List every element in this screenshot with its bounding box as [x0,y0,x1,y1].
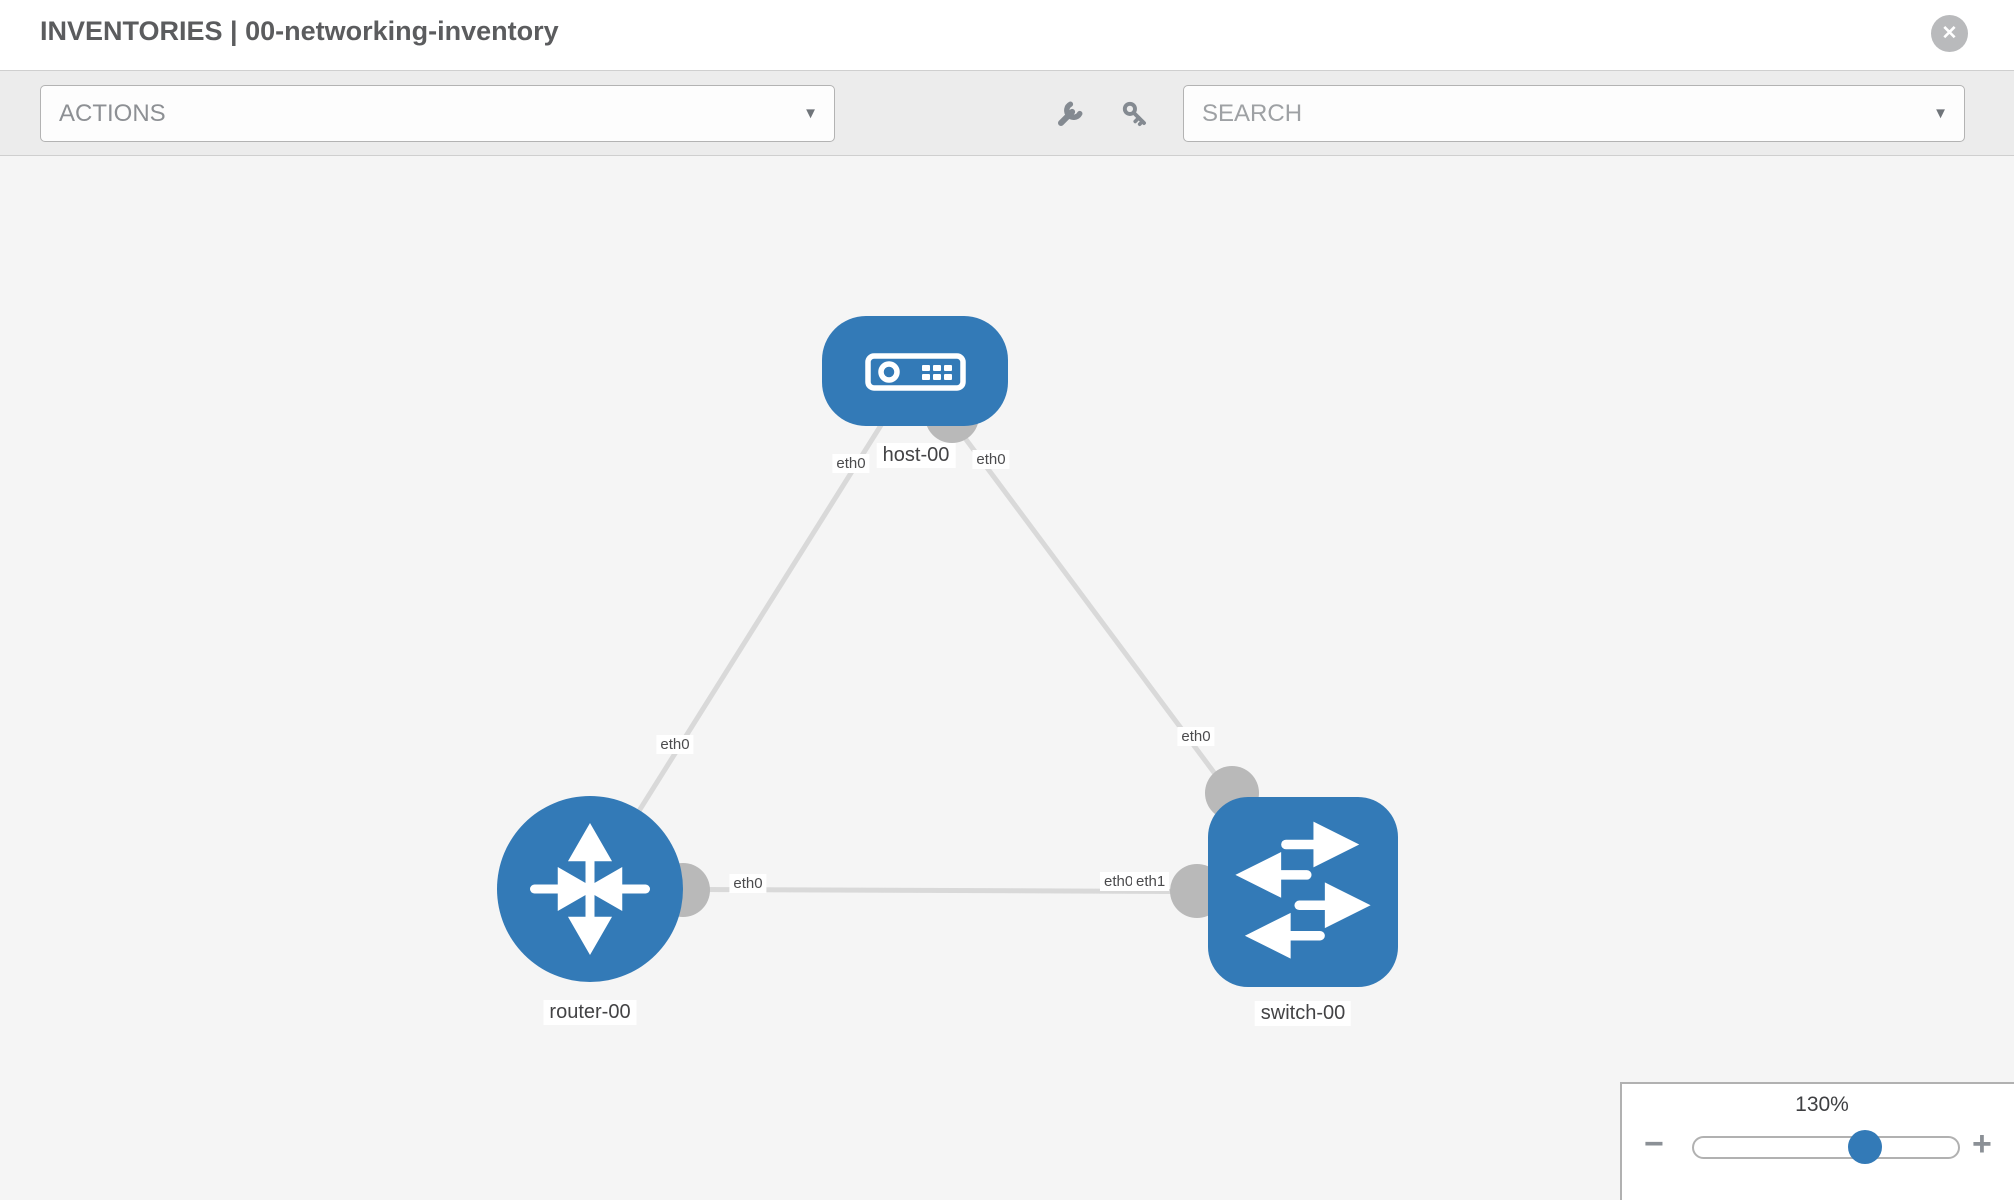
switch-icon [1235,821,1371,959]
interface-label-host-router-hostend: eth0 [832,454,870,473]
actions-dropdown[interactable]: ACTIONS ▼ [40,85,835,142]
topology-links-layer [587,369,1306,918]
interface-label-host-switch-hostend: eth0 [972,450,1010,469]
close-button[interactable]: ✕ [1931,15,1968,52]
host-icon [865,353,966,391]
interface-label-router-switch-switchend-back: eth0 [1100,872,1138,891]
key-button[interactable] [1111,90,1159,138]
toolbar: ACTIONS ▼ ▼ [0,70,2014,156]
node-host-00[interactable] [822,316,1008,426]
node-router-00[interactable] [497,796,683,982]
node-label-host: host-00 [876,443,956,468]
node-label-switch: switch-00 [1254,1001,1352,1026]
interface-label-host-switch-switchend: eth0 [1177,727,1215,746]
caret-down-icon: ▼ [1933,105,1948,122]
zoom-level: 130% [1795,1093,1849,1116]
router-icon [530,822,650,956]
caret-down-icon: ▼ [803,105,818,122]
search-input[interactable] [1184,86,1902,141]
page-title: INVENTORIES | 00-networking-inventory [40,16,559,46]
node-switch-00[interactable] [1208,797,1398,987]
key-icon [1122,101,1146,126]
node-label-router: router-00 [543,1000,637,1025]
zoom-in-button[interactable]: + [1972,1125,1992,1163]
topology-canvas[interactable]: host-00 router-00 switch-00 eth0 eth0 et… [0,156,2014,1200]
zoom-slider-thumb[interactable] [1848,1130,1882,1164]
zoom-panel: 130% − + [1620,1082,2014,1200]
zoom-out-button[interactable]: − [1644,1125,1664,1163]
interface-label-host-router-routerend: eth0 [656,735,694,754]
zoom-slider-track[interactable] [1692,1130,1960,1164]
search-dropdown: ▼ [1183,85,1965,142]
wrench-icon [1057,101,1083,127]
actions-dropdown-label: ACTIONS [59,100,166,127]
close-icon: ✕ [1941,23,1958,44]
interface-label-router-switch-routerend: eth0 [729,874,767,893]
header: INVENTORIES | 00-networking-inventory ✕ [0,0,2014,70]
interface-label-router-switch-switchend: eth1 [1132,872,1170,891]
wrench-button[interactable] [1046,90,1094,138]
